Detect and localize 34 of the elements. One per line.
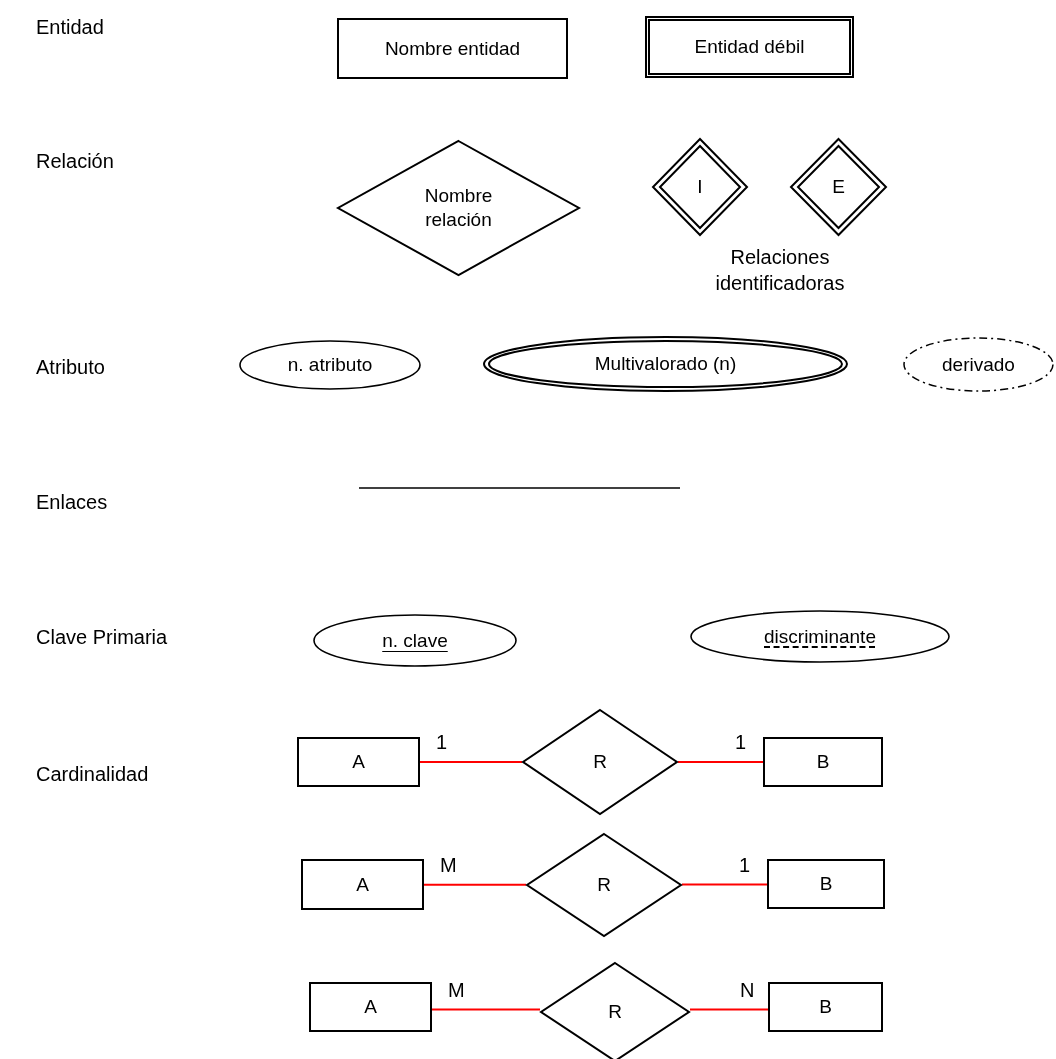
- entity-box: A: [301, 859, 424, 910]
- cardinality-label: 1: [434, 732, 450, 752]
- entity-box: Nombre entidad: [337, 18, 568, 79]
- caption-text: Relaciones identificadoras: [715, 246, 845, 294]
- row-label: Cardinalidad: [36, 763, 149, 785]
- weak-entity-box: Entidad débil: [645, 16, 854, 78]
- connector-line: [431, 1008, 541, 1011]
- cardinality-label: 1: [733, 732, 749, 752]
- row-label: Atributo: [36, 356, 105, 378]
- discriminator-attribute-ellipse: discriminante: [690, 610, 950, 663]
- connector-line: [681, 883, 768, 886]
- relationship-diamond: R: [526, 833, 682, 937]
- row-label: Enlaces: [36, 491, 108, 513]
- row-label: Relación: [36, 150, 114, 172]
- connector-line: [689, 1008, 769, 1011]
- connector-line: [677, 761, 764, 763]
- relationship-diamond: R: [522, 709, 678, 815]
- entity-box: A: [297, 737, 420, 787]
- identifying-relationship-diamond: E: [790, 138, 887, 236]
- key-attribute-ellipse: n. clave: [313, 614, 517, 667]
- row-label: Clave Primaria: [36, 626, 168, 648]
- identifying-relationship-diamond: I: [652, 138, 748, 236]
- connector-line: [423, 883, 527, 886]
- entity-box: B: [763, 737, 883, 787]
- multivalued-attribute-ellipse: Multivalorado (n): [483, 336, 848, 392]
- entity-box: A: [309, 982, 432, 1032]
- entity-box: B: [767, 859, 885, 909]
- relationship-diamond: R: [540, 962, 690, 1059]
- connector-line: [419, 761, 523, 763]
- relationship-diamond: Nombre relación: [337, 140, 580, 276]
- row-label: Entidad: [36, 16, 104, 38]
- derived-attribute-ellipse: derivado: [903, 337, 1054, 392]
- attribute-ellipse: n. atributo: [239, 340, 421, 390]
- entity-box: B: [768, 982, 883, 1032]
